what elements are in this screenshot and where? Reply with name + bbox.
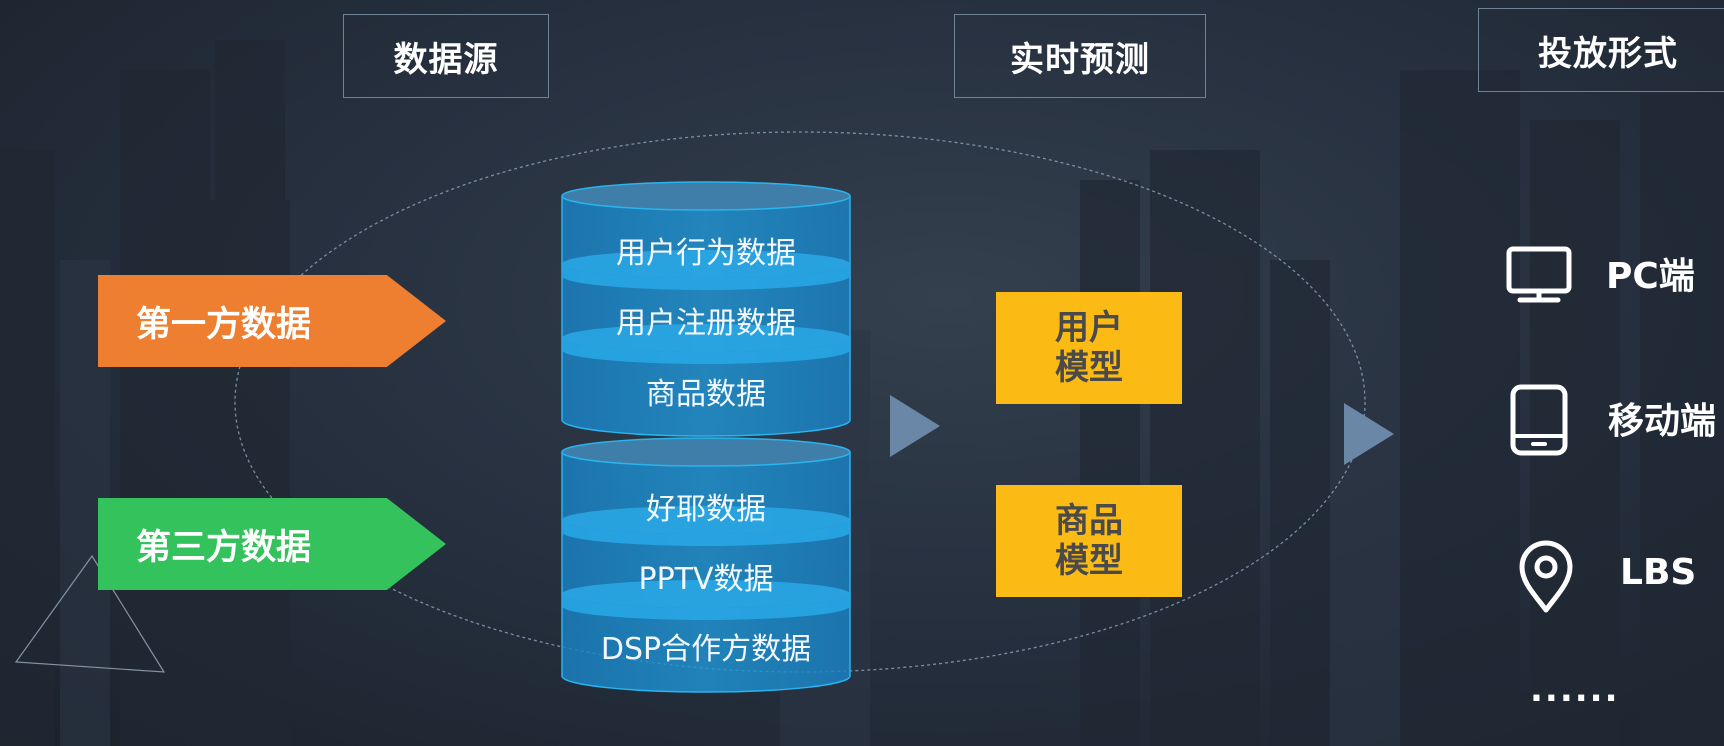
first-party-data-arrow: 第一方数据: [98, 275, 446, 367]
flow-ellipse: [234, 131, 1366, 673]
database-bottom-icon: [561, 437, 851, 693]
database-top-icon: [561, 181, 851, 437]
db-item-dsp-partner: DSP合作方数据: [600, 632, 812, 667]
product-model-box: 商品 模型: [996, 485, 1182, 597]
user-model-box: 用户 模型: [996, 292, 1182, 404]
tablet-icon: [1510, 384, 1568, 456]
user-model-line-1: 用户: [1055, 308, 1123, 348]
channel-mobile-label: 移动端: [1608, 401, 1717, 442]
more-channels-ellipsis: ......: [1530, 670, 1620, 710]
db-item-user-registration: 用户注册数据: [616, 306, 796, 341]
decorative-triangle: [14, 554, 166, 673]
header-realtime-prediction: 实时预测: [954, 14, 1206, 98]
flow-arrow-to-models: [890, 395, 940, 457]
user-model-line-2: 模型: [1055, 348, 1123, 388]
location-pin-icon: [1519, 540, 1573, 613]
db-item-product: 商品数据: [646, 377, 766, 412]
header-data-source: 数据源: [343, 14, 549, 98]
db-item-haoye: 好耶数据: [646, 492, 766, 527]
monitor-icon: [1506, 246, 1572, 303]
third-party-data-arrow: 第三方数据: [98, 498, 446, 590]
channel-pc-label: PC端: [1606, 256, 1695, 297]
channel-lbs-label: LBS: [1620, 552, 1697, 593]
db-item-pptv: PPTV数据: [638, 562, 774, 597]
product-model-line-2: 模型: [1055, 541, 1123, 581]
database-stack-bottom: 好耶数据 PPTV数据 DSP合作方数据: [561, 436, 851, 694]
header-delivery-format: 投放形式: [1478, 8, 1724, 92]
db-item-user-behavior: 用户行为数据: [616, 236, 796, 271]
database-stack-top: 用户行为数据 用户注册数据 商品数据: [561, 180, 851, 438]
product-model-line-1: 商品: [1055, 501, 1123, 541]
flow-arrow-to-channels: [1344, 403, 1394, 465]
